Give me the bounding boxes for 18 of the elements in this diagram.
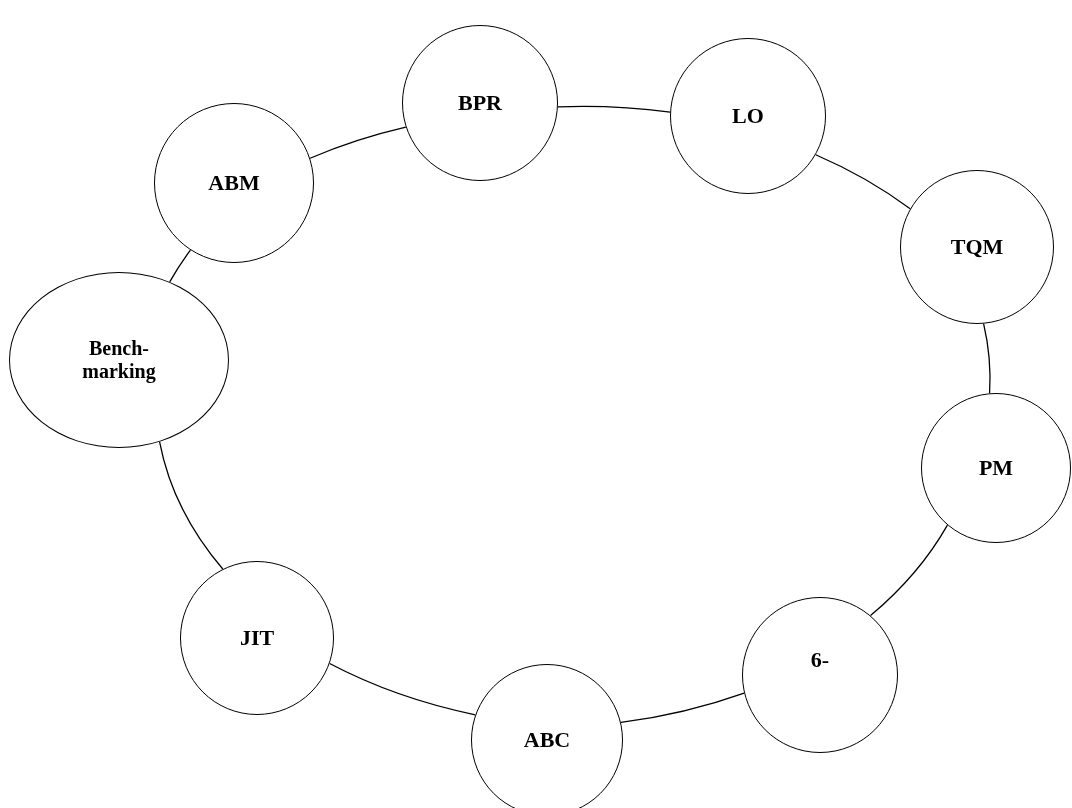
node-label: ABC [523,727,571,753]
connector-line [557,105,671,113]
connector-line [158,441,224,570]
connector-line [815,154,911,210]
node-label: BPR [458,90,502,116]
connector-line [620,692,745,724]
connector-line [169,249,192,283]
node-label: PM [978,455,1014,481]
connector-line [869,524,949,617]
connector-line [309,126,407,159]
node-label: TQM [950,234,1004,260]
node-label: Bench- marking [81,337,157,383]
node-label: JIT [239,625,275,651]
node-label: LO [732,103,764,129]
connector-line [329,662,476,716]
connector-line [982,323,991,394]
node-label: 6- [810,647,830,673]
node-label: ABM [208,170,260,196]
